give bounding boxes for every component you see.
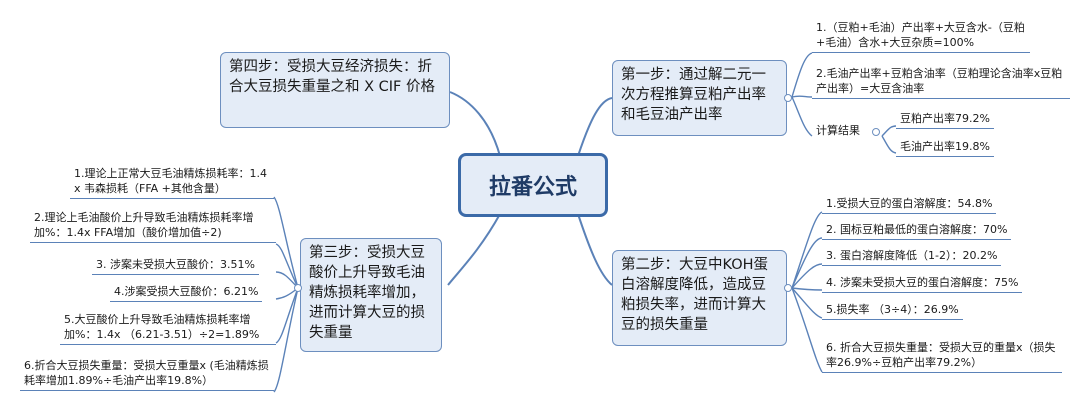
step3-item-4-text: 4.涉案受损大豆酸价：6.21% — [114, 285, 259, 298]
step1-result-2: 毛油产出率19.8% — [896, 139, 994, 157]
step2-item-1-text: 1.受损大豆的蛋白溶解度：54.8% — [826, 197, 993, 210]
step2-node[interactable]: 第二步：大豆中KOH蛋白溶解度降低，造成豆粕损失率，进而计算大豆的损失重量 — [612, 250, 787, 346]
step3-item-2: 2.理论上毛油酸价上升导致毛油精炼损耗率增加%：1.4x FFA增加（酸价增加值… — [30, 210, 276, 243]
step1-item-1: 1.（豆粕+毛油）产出率+大豆含水-（豆粕+毛油）含水+大豆杂质=100% — [812, 20, 1030, 53]
step3-item-1-text: 1.理论上正常大豆毛油精炼损耗率：1.4 x 韦森损耗（FFA +其他含量） — [74, 167, 267, 195]
step2-item-4: 4. 涉案未受损大豆的蛋白溶解度：75% — [822, 275, 1023, 293]
step2-item-2-text: 2. 国标豆粕最低的蛋白溶解度：70% — [826, 223, 1008, 236]
step2-item-4-text: 4. 涉案未受损大豆的蛋白溶解度：75% — [826, 276, 1019, 289]
step3-item-1: 1.理论上正常大豆毛油精炼损耗率：1.4 x 韦森损耗（FFA +其他含量） — [70, 166, 274, 199]
step2-item-5-text: 5.损失率 （3÷4）：26.9% — [826, 303, 959, 316]
step2-item-3: 3. 蛋白溶解度降低（1-2）：20.2% — [822, 248, 1002, 266]
root-label: 拉番公式 — [488, 175, 577, 200]
step1-result-collapse-toggle[interactable] — [872, 128, 880, 136]
step3-item-4: 4.涉案受损大豆酸价：6.21% — [110, 284, 263, 302]
step1-result-1: 豆粕产出率79.2% — [896, 111, 994, 129]
step1-node[interactable]: 第一步：通过解二元一次方程推算豆粕产出率和毛豆油产出率 — [612, 60, 787, 136]
step2-item-2: 2. 国标豆粕最低的蛋白溶解度：70% — [822, 222, 1012, 240]
step3-item-3: 3. 涉案未受损大豆酸价：3.51% — [92, 257, 259, 275]
step2-item-1: 1.受损大豆的蛋白溶解度：54.8% — [822, 196, 997, 214]
step3-node[interactable]: 第三步：受损大豆酸价上升导致毛油精炼损耗率增加，进而计算大豆的损失重量 — [300, 238, 442, 352]
step2-text: 第二步：大豆中KOH蛋白溶解度降低，造成豆粕损失率，进而计算大豆的损失重量 — [621, 257, 769, 333]
step1-item-1-text: 1.（豆粕+毛油）产出率+大豆含水-（豆粕+毛油）含水+大豆杂质=100% — [816, 21, 1025, 49]
step1-item-2-text: 2.毛油产出率+豆粕含油率（豆粕理论含油率x豆粕产出率）=大豆含油率 — [816, 67, 1063, 95]
step3-item-5-text: 5.大豆酸价上升导致毛油精炼损耗率增加%：1.4x （6.21-3.51）÷2=… — [64, 313, 260, 341]
step1-result-1-text: 豆粕产出率79.2% — [900, 112, 990, 125]
step3-item-5: 5.大豆酸价上升导致毛油精炼损耗率增加%：1.4x （6.21-3.51）÷2=… — [60, 312, 276, 345]
step3-item-2-text: 2.理论上毛油酸价上升导致毛油精炼损耗率增加%：1.4x FFA增加（酸价增加值… — [34, 211, 254, 239]
step2-item-6-text: 6. 折合大豆损失重量：受损大豆的重量x（损失率26.9%÷豆粕产出率79.2%… — [826, 341, 1056, 369]
step2-item-6: 6. 折合大豆损失重量：受损大豆的重量x（损失率26.9%÷豆粕产出率79.2%… — [822, 340, 1062, 373]
step2-collapse-toggle[interactable] — [784, 284, 792, 292]
step4-node[interactable]: 第四步：受损大豆经济损失：折合大豆损失重量之和 X CIF 价格 — [220, 52, 450, 128]
step1-result-2-text: 毛油产出率19.8% — [900, 140, 990, 153]
step3-item-6-text: 6.折合大豆损失重量：受损大豆重量x (毛油精炼损耗率增加1.89%÷毛油产出率… — [24, 359, 269, 387]
step3-text: 第三步：受损大豆酸价上升导致毛油精炼损耗率增加，进而计算大豆的损失重量 — [309, 245, 425, 341]
step1-collapse-toggle[interactable] — [784, 94, 792, 102]
step2-item-3-text: 3. 蛋白溶解度降低（1-2）：20.2% — [826, 249, 998, 262]
step2-item-5: 5.损失率 （3÷4）：26.9% — [822, 302, 963, 320]
step1-item-2: 2.毛油产出率+豆粕含油率（豆粕理论含油率x豆粕产出率）=大豆含油率 — [812, 66, 1070, 99]
step1-text: 第一步：通过解二元一次方程推算豆粕产出率和毛豆油产出率 — [621, 67, 766, 123]
root-topic[interactable]: 拉番公式 — [458, 153, 608, 217]
step3-item-6: 6.折合大豆损失重量：受损大豆重量x (毛油精炼损耗率增加1.89%÷毛油产出率… — [20, 358, 274, 391]
step3-collapse-toggle[interactable] — [294, 284, 302, 292]
step1-result-label-text: 计算结果 — [816, 124, 860, 137]
step4-text: 第四步：受损大豆经济损失：折合大豆损失重量之和 X CIF 价格 — [229, 59, 436, 95]
step3-item-3-text: 3. 涉案未受损大豆酸价：3.51% — [96, 258, 255, 271]
step1-result-label: 计算结果 — [812, 123, 864, 140]
